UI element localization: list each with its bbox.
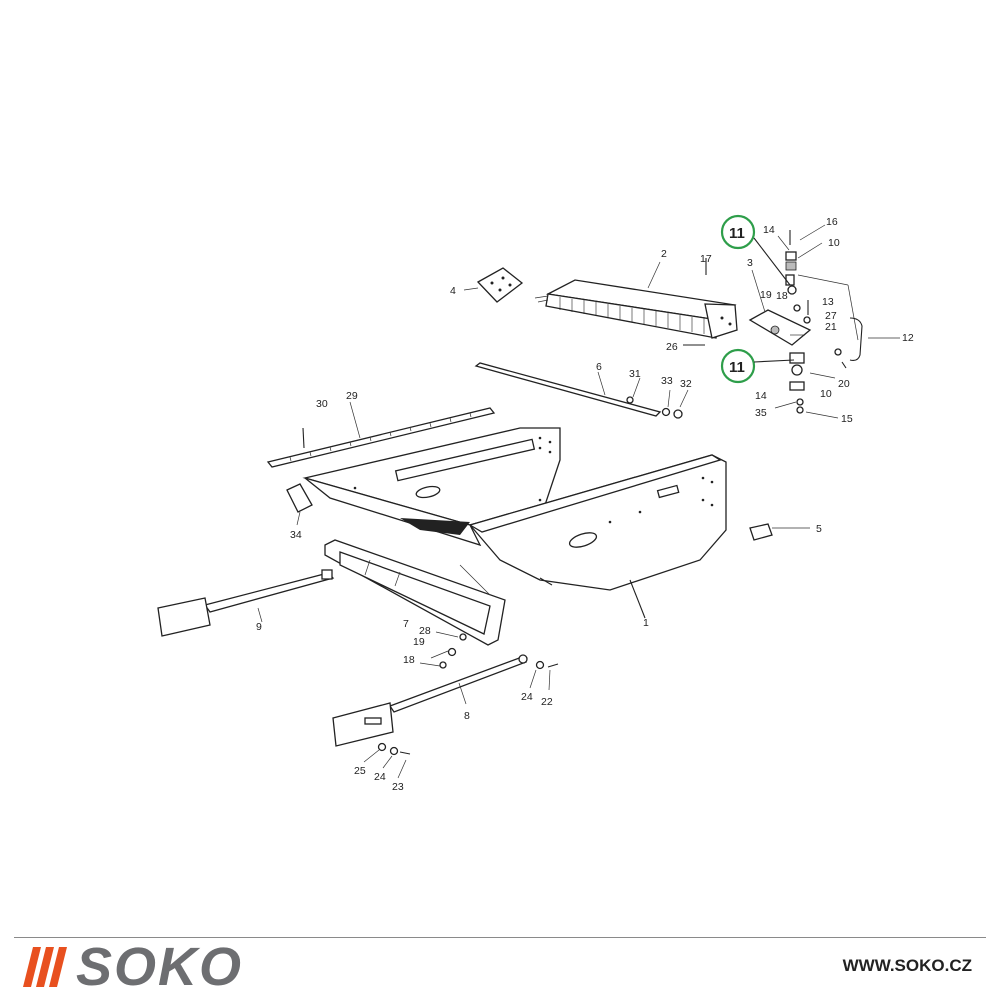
part-3-bracket [748,269,812,346]
label-12: 12 [902,332,914,344]
label-14a: 14 [763,224,775,236]
label-35: 35 [755,407,767,419]
website-link[interactable]: WWW.SOKO.CZ [842,956,972,975]
label-30: 30 [316,398,328,410]
label-18b: 18 [403,654,415,666]
part-7-frame [324,539,506,646]
label-6: 6 [596,361,602,373]
part-34-bracket [286,483,313,526]
label-19a: 19 [760,289,772,301]
label-5: 5 [816,523,822,535]
label-15: 15 [841,413,853,425]
label-9: 9 [256,621,262,633]
hardware-cluster-lower [683,258,847,419]
part-6-rod [474,362,683,419]
part-12-handle [849,317,900,361]
brand-logo: SOKO [23,937,244,997]
label-25: 25 [354,765,366,777]
part-29-strip [266,401,496,468]
label-2: 2 [661,248,667,260]
label-20: 20 [838,378,850,390]
highlight-label-top: 11 [729,225,745,242]
brand-name: SOKO [76,937,244,997]
label-8: 8 [464,710,470,722]
part-4-plate [463,267,524,303]
part-9-arm [157,569,335,637]
label-16: 16 [826,216,838,228]
label-19b: 19 [413,636,425,648]
label-27: 27 [825,310,837,322]
label-13: 13 [822,296,834,308]
highlight-callout-bottom [720,348,795,384]
label-23: 23 [392,781,404,793]
label-28: 28 [419,625,431,637]
label-10b: 10 [820,388,832,400]
highlight-label-bottom: 11 [729,359,745,376]
label-3: 3 [747,257,753,269]
highlight-callout-top [720,214,791,286]
leader-lines [632,377,689,408]
label-18a: 18 [776,290,788,302]
label-31: 31 [629,368,641,380]
label-10a: 10 [828,237,840,249]
part-2-rack [534,261,738,339]
label-14b: 14 [755,390,767,402]
label-24b: 24 [374,771,386,783]
label-24a: 24 [521,691,533,703]
label-17: 17 [700,253,712,265]
label-4: 4 [450,285,456,297]
label-34: 34 [290,529,302,541]
label-21: 21 [825,321,837,333]
part-8-arm [332,654,559,779]
label-32: 32 [680,378,692,390]
label-22: 22 [541,696,553,708]
hardware-cluster-center [419,631,467,669]
part-labels: 1 2 3 4 5 6 7 8 9 10 10 12 13 14 14 15 1… [256,216,914,793]
part-5-pin [749,523,810,541]
label-29: 29 [346,390,358,402]
label-7: 7 [403,618,409,630]
label-1: 1 [643,617,649,629]
label-33: 33 [661,375,673,387]
footer-divider [14,937,986,938]
part-1-body [302,427,727,619]
brand-bars-icon [23,947,67,987]
label-26: 26 [666,341,678,353]
hardware-cluster-top [777,224,859,341]
